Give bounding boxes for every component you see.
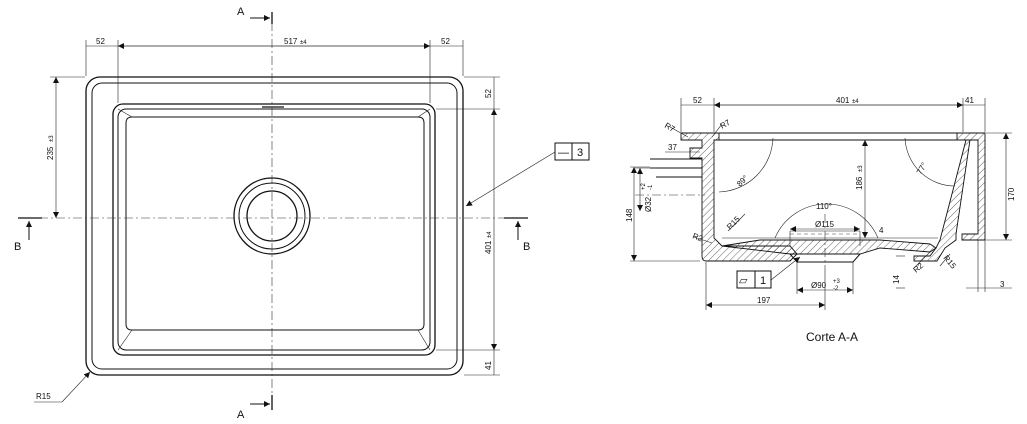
sec-dim-phi115: Ø115 <box>815 220 835 229</box>
sec-angle-110: 110° <box>816 202 832 211</box>
radius-label-r15: R15 <box>36 392 51 401</box>
sec-dim-186-tol: ±3 <box>858 165 864 172</box>
sec-angle-89: 89° <box>735 173 750 188</box>
dim-top-left-52: 52 <box>96 37 105 46</box>
sec-dim-3: 3 <box>1000 280 1005 289</box>
section-right-wall <box>913 132 986 262</box>
dim-top-517-tol: ±4 <box>300 40 307 46</box>
sec-r15-left: R15 <box>725 214 742 231</box>
sec-dim-phi32: Ø32 <box>644 196 653 212</box>
sec-dim-37: 37 <box>668 143 677 152</box>
section-marker-a-bottom: A <box>237 409 245 421</box>
sec-r7-left: R7 <box>663 121 677 134</box>
sec-r15-right: R15 <box>941 254 958 271</box>
sec-r2-right: R2 <box>912 261 926 275</box>
bowl-outline <box>112 103 436 356</box>
section-marker-a-top: A <box>237 6 245 18</box>
section-left-wall <box>680 132 798 262</box>
bevel-lines <box>117 108 431 351</box>
dim-right-401-tol: ±4 <box>487 231 493 238</box>
sec-dim-top-52: 52 <box>693 96 702 105</box>
sec-dim-top-41: 41 <box>965 96 974 105</box>
parallelism-symbol: ▱ <box>739 275 748 287</box>
sec-dim-197: 197 <box>757 296 771 305</box>
bowl-floor <box>125 116 425 331</box>
dim-right-401: 401 <box>484 240 493 254</box>
sec-dim-phi90-tol-minus: -2 <box>833 286 839 292</box>
sec-dim-148: 148 <box>625 208 634 222</box>
sec-dim-top-401: 401 <box>836 96 850 105</box>
bowl-inner-wall <box>117 108 431 351</box>
flatness-symbol: — <box>558 147 569 159</box>
sec-dim-phi32-tol-minus: -1 <box>648 184 654 190</box>
dim-right-41: 41 <box>484 361 493 370</box>
dim-left-235: 235 <box>46 146 55 160</box>
dim-top-right-52: 52 <box>441 37 450 46</box>
sec-dim-4: 4 <box>879 226 884 235</box>
section-marker-b-right: B <box>523 241 530 253</box>
flatness-value: 3 <box>577 147 583 159</box>
sec-dim-186: 186 <box>855 176 864 190</box>
section-caption: Corte A-A <box>806 330 858 344</box>
dim-right-52: 52 <box>484 89 493 98</box>
drain-inner <box>246 190 298 242</box>
section-view: 52 401 ±4 41 R7 R7 37 Ø32 +2 -1 148 89° … <box>625 96 1016 344</box>
sec-dim-phi32-tol-plus: +2 <box>641 182 647 190</box>
sec-r7-right: R7 <box>719 118 733 131</box>
sink-outer-rim-inner-line <box>91 82 458 370</box>
sec-dim-170: 170 <box>1007 187 1016 201</box>
parallelism-value: 1 <box>760 275 766 287</box>
section-marker-b-left: B <box>14 241 21 253</box>
sink-outer-rim <box>85 76 464 376</box>
sec-r2-left: R2 <box>691 231 704 243</box>
sec-dim-phi90-tol-plus: +3 <box>833 279 841 285</box>
parallelism-frame <box>736 270 772 289</box>
top-view: A A B B 52 517 ±4 52 235 ±3 52 <box>14 6 590 421</box>
sec-angle-77: 77° <box>915 161 929 176</box>
dim-top-517: 517 <box>284 37 298 46</box>
sec-dim-phi90: Ø90 <box>811 281 827 290</box>
sec-dim-top-401-tol: ±4 <box>852 99 859 105</box>
sec-dim-14: 14 <box>892 275 901 284</box>
dim-left-235-tol: ±3 <box>49 135 55 142</box>
